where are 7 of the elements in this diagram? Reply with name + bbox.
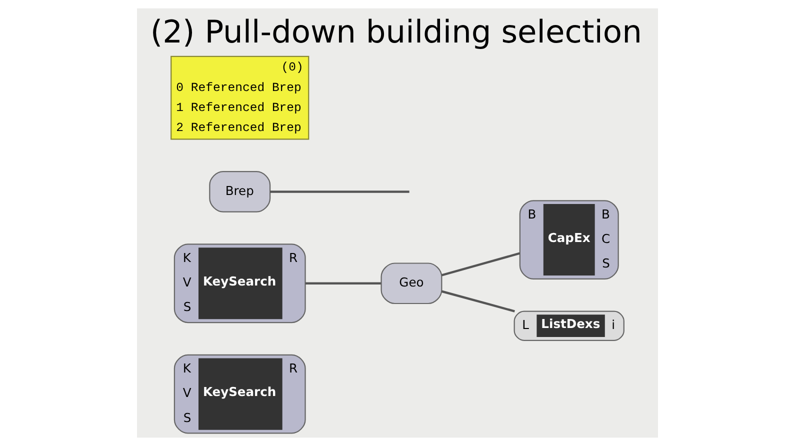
connector: [270, 190, 410, 193]
connector: [442, 252, 520, 276]
diagram-title: (2) Pull-down building selection: [150, 14, 642, 50]
node-box: Geo: [380, 262, 442, 304]
connector: [306, 282, 381, 284]
node-box: Brep: [209, 171, 271, 212]
connector: [442, 290, 515, 312]
